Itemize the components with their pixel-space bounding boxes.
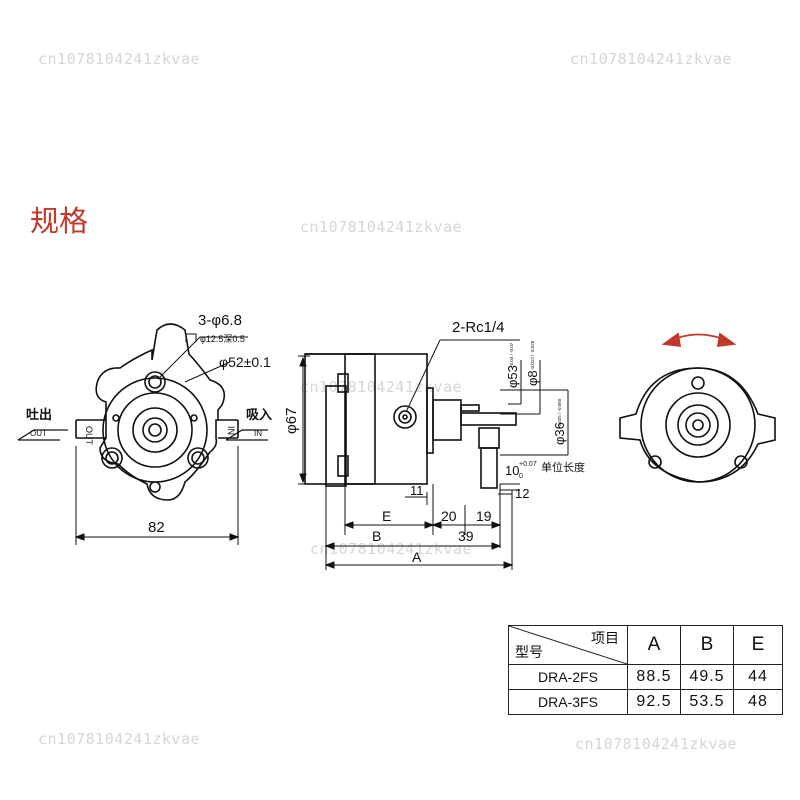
port-out-text: OUT	[84, 426, 94, 446]
shaft-d1-label: φ53	[505, 365, 520, 388]
watermark: cn1078104241zkvae	[575, 735, 738, 753]
counterbore-symbol	[185, 333, 197, 342]
side-view-outline	[304, 353, 517, 489]
rear-view-outline	[619, 367, 776, 483]
dimension-12: 12	[515, 486, 529, 501]
value-cell: 44	[733, 664, 783, 690]
counterbore-label: φ12.5深0.5	[200, 334, 245, 344]
shaft-d1-tol: -0.03 / -0.07	[509, 342, 514, 367]
key-tolerance: +0.07	[519, 461, 537, 468]
port-label: 2-Rc1/4	[452, 319, 505, 336]
value-cell: 53.5	[680, 689, 734, 715]
column-header-a: A	[627, 625, 681, 665]
in-label: 吸入	[246, 407, 272, 422]
shaft-d3-label: φ36	[552, 422, 567, 445]
value-cell: 49.5	[680, 664, 734, 690]
width-dimension: 82	[148, 519, 165, 536]
model-cell: DRA-2FS	[508, 664, 628, 690]
value-cell: 48	[733, 689, 783, 715]
unit-note: 单位长度	[541, 460, 585, 474]
rotation-arrow	[661, 332, 737, 348]
watermark: cn1078104241zkvae	[300, 218, 463, 236]
model-cell: DRA-3FS	[508, 689, 628, 715]
dimension-A: A	[412, 549, 422, 565]
key-tolerance-lower: 0	[519, 473, 523, 480]
shaft-d3-tol: -0.025 / -0.050	[557, 398, 562, 428]
header-model-label: 型号	[515, 644, 543, 660]
value-cell: 88.5	[627, 664, 681, 690]
shaft-d2-tol: -0.013 / -0.028	[530, 340, 535, 370]
value-cell: 92.5	[627, 689, 681, 715]
out-en-label: OUT	[30, 429, 47, 438]
front-view-holes	[101, 336, 248, 493]
column-header-b: B	[680, 625, 734, 665]
dimension-20: 20	[441, 508, 457, 524]
out-label: 吐出	[26, 407, 52, 422]
dimension-19: 19	[476, 508, 492, 524]
watermark: cn1078104241zkvae	[38, 50, 201, 68]
column-header-e: E	[733, 625, 783, 665]
table-header-corner: 项目 型号	[508, 625, 628, 665]
dimension-39: 39	[458, 528, 474, 544]
dimension-B: B	[372, 528, 381, 544]
watermark: cn1078104241zkvae	[570, 50, 733, 68]
port-in-text: IN	[226, 426, 236, 435]
page-title: 规格	[30, 204, 89, 238]
watermark: cn1078104241zkvae	[38, 730, 201, 748]
header-item-label: 项目	[591, 630, 619, 646]
table-row: DRA-3FS 92.5 53.5 48	[508, 689, 783, 715]
watermark: cn1078104241zkvae	[310, 540, 473, 558]
table-row: DRA-2FS 88.5 49.5 44	[508, 664, 783, 690]
shaft-d2-label: φ8	[525, 370, 540, 386]
dimension-E: E	[382, 508, 391, 524]
in-en-label: IN	[254, 429, 262, 438]
spec-table: 项目 型号 A B E DRA-2FS 88.5 49.5 44 DRA-3FS…	[508, 625, 783, 715]
holes-label: 3-φ6.8	[198, 312, 242, 329]
height-dimension: φ67	[283, 408, 300, 434]
pcd-label: φ52±0.1	[219, 354, 271, 370]
key-dimension: 10	[505, 463, 519, 478]
dimension-11: 11	[410, 483, 424, 498]
front-view-outline	[75, 323, 239, 501]
